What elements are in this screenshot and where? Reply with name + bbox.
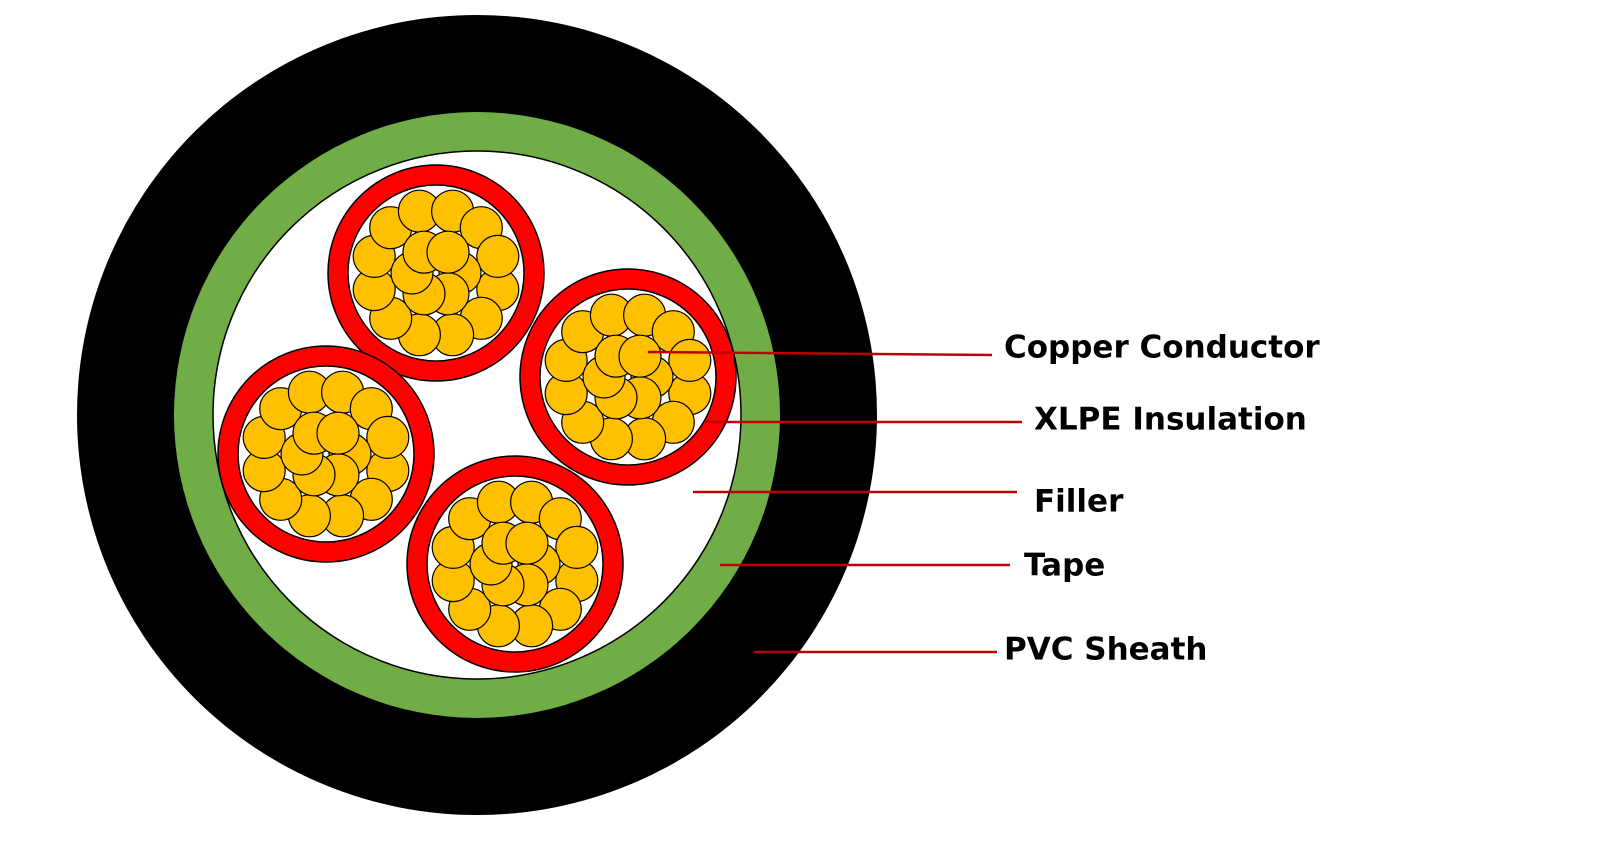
label-filler: Filler <box>1034 484 1124 520</box>
copper-strand <box>366 415 410 459</box>
cable-cores <box>217 164 737 673</box>
copper-strand <box>505 521 549 565</box>
copper-strand <box>476 234 520 278</box>
copper-strand <box>668 338 712 382</box>
label-copper-conductor: Copper Conductor <box>1004 330 1320 366</box>
cable-core <box>217 345 435 563</box>
label-tape: Tape <box>1024 548 1105 584</box>
label-xlpe-insulation: XLPE Insulation <box>1034 402 1307 438</box>
callouts: Copper Conductor XLPE Insulation Filler … <box>647 330 1320 668</box>
cable-core <box>327 164 545 382</box>
cable-cross-section <box>77 15 877 815</box>
copper-strand <box>618 334 662 378</box>
cable-core <box>519 268 737 486</box>
copper-strand <box>555 525 599 570</box>
copper-strand <box>426 230 470 274</box>
label-pvc-sheath: PVC Sheath <box>1004 632 1207 668</box>
cable-core <box>406 455 624 673</box>
leader-line-copper-conductor <box>647 350 993 357</box>
copper-strand <box>316 411 360 455</box>
